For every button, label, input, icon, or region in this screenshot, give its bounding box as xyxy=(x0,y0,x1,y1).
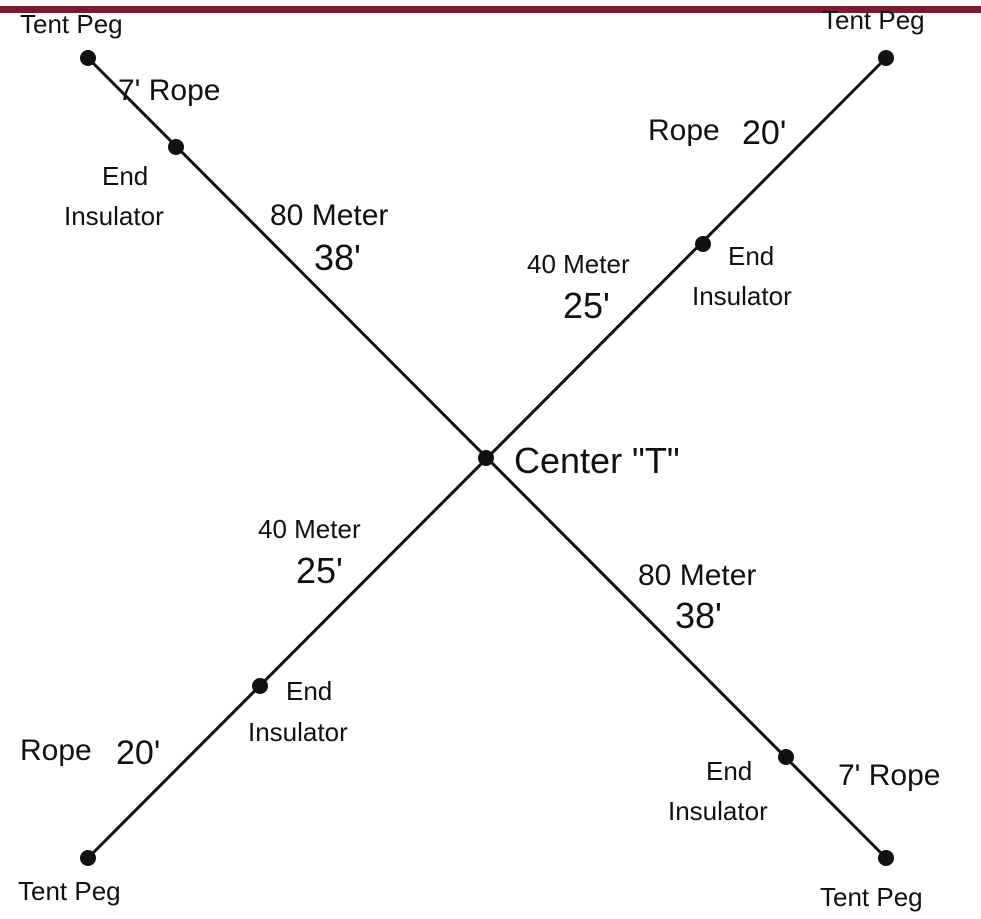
end-insulator-bottom-left-node xyxy=(252,678,268,694)
tent-peg-bottom-right-node xyxy=(878,850,894,866)
band-40m-upper-label: 40 Meter xyxy=(527,249,630,279)
tent-peg-bottom-left-node xyxy=(80,850,96,866)
tent-peg-top-left-label: Tent Peg xyxy=(20,9,123,39)
tent-peg-top-right-label: Tent Peg xyxy=(822,5,925,35)
rope-top-left-label: 7' Rope xyxy=(118,74,220,107)
end-insulator-top-right-word2: Insulator xyxy=(692,281,792,311)
rope-bottom-left-word: Rope xyxy=(20,734,92,767)
tent-peg-top-left-node xyxy=(80,50,96,66)
end-insulator-top-left-word2: Insulator xyxy=(64,201,164,231)
title-accent-bar xyxy=(0,6,981,13)
end-insulator-bottom-right-word1: End xyxy=(706,756,752,786)
tent-peg-bottom-left-label: Tent Peg xyxy=(18,876,121,906)
end-insulator-top-right-word1: End xyxy=(728,241,774,271)
band-80m-upper-label: 80 Meter xyxy=(270,199,388,232)
band-80m-lower-label: 80 Meter xyxy=(638,559,756,592)
end-insulator-bottom-left-word1: End xyxy=(286,676,332,706)
rope-top-right-length: 20' xyxy=(742,114,786,152)
end-insulator-top-right-node xyxy=(695,236,711,252)
length-80m-lower-label: 38' xyxy=(675,595,722,636)
length-40m-lower-label: 25' xyxy=(296,550,343,591)
end-insulator-top-left-node xyxy=(168,139,184,155)
end-insulator-top-left-word1: End xyxy=(102,161,148,191)
end-insulator-bottom-right-node xyxy=(778,749,794,765)
tent-peg-bottom-right-label: Tent Peg xyxy=(820,882,923,912)
center-t-label: Center "T" xyxy=(514,440,680,481)
rope-bottom-right-label: 7' Rope xyxy=(838,759,940,792)
rope-bottom-left-length: 20' xyxy=(116,734,160,772)
length-40m-upper-label: 25' xyxy=(563,285,610,326)
band-40m-lower-label: 40 Meter xyxy=(258,514,361,544)
tent-peg-top-right-node xyxy=(878,50,894,66)
end-insulator-bottom-right-word2: Insulator xyxy=(668,796,768,826)
length-80m-upper-label: 38' xyxy=(314,237,361,278)
end-insulator-bottom-left-word2: Insulator xyxy=(248,717,348,747)
center-t-node xyxy=(478,450,494,466)
rope-top-right-word: Rope xyxy=(648,114,720,147)
